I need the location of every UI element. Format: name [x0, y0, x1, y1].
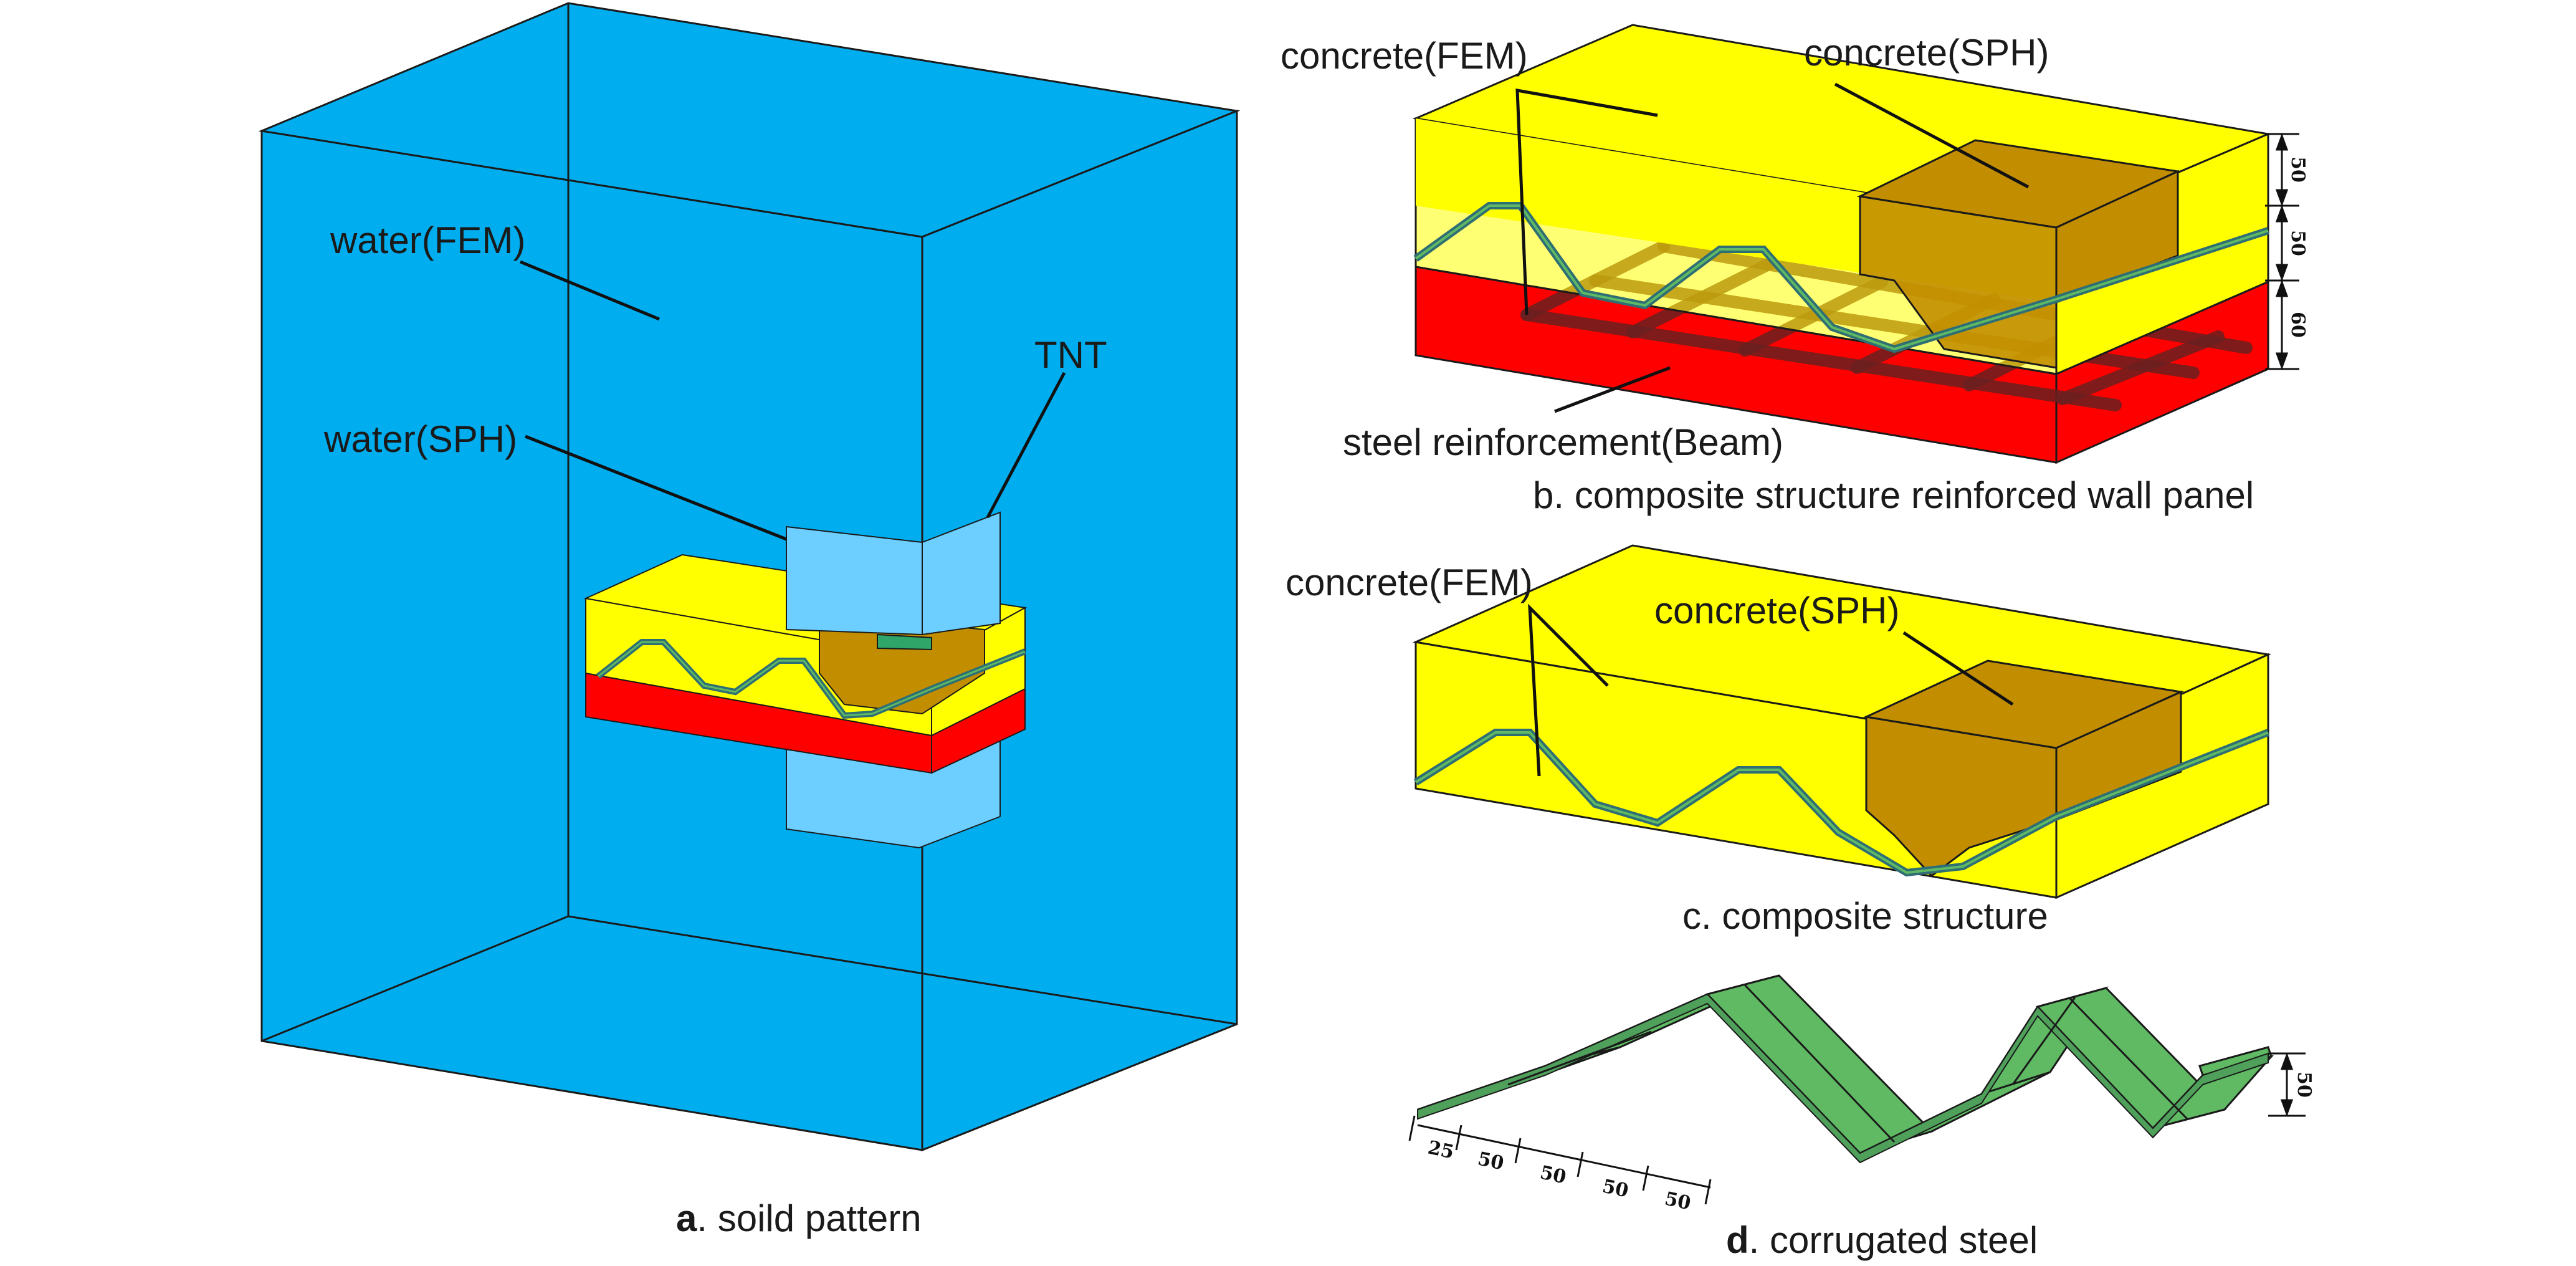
caption-a-text: . soild pattern: [697, 1197, 921, 1239]
b-label-concrete-fem: concrete(FEM): [1281, 35, 1528, 77]
b-dim-arrow-6: [2275, 352, 2289, 370]
panel-d: 25 50 50 50 50 50 d. corrugated steel: [1408, 974, 2315, 1261]
d-crease-2: [1744, 984, 1896, 1143]
b-dim-arrow-5: [2275, 279, 2289, 297]
d-dim-label-4: 50: [1600, 1176, 1630, 1202]
leader-water-fem: [520, 260, 660, 321]
c-corrugated-steel-inner: [1414, 731, 2269, 875]
b-dim-arrow-2: [2275, 189, 2289, 207]
d-dim-tick-4: [1642, 1165, 1649, 1191]
d-dim-tick-2: [1514, 1138, 1522, 1164]
c-label-concrete-fem: concrete(FEM): [1286, 562, 1533, 603]
d-crease-1: [1507, 1030, 1652, 1086]
d-dim-label-1: 25: [1426, 1137, 1456, 1164]
composite-slab-a: [583, 554, 1028, 774]
b-dim-arrow-4: [2275, 264, 2289, 282]
b-corrugated-steel-inner: [1414, 204, 2269, 351]
d-hdim-label: 50: [2293, 1072, 2315, 1098]
water-box-back-edge-bottom-right: [568, 915, 1238, 1025]
caption-d: d. corrugated steel: [1726, 1219, 2038, 1261]
caption-c: c. composite structure: [1682, 895, 2048, 937]
slab-a-corrugated-steel-inner: [598, 641, 1026, 717]
label-tnt: TNT: [1034, 334, 1107, 376]
caption-d-text: . corrugated steel: [1749, 1219, 2038, 1261]
label-water-sph: water(SPH): [323, 418, 517, 460]
d-dim-label-5: 50: [1662, 1188, 1692, 1215]
d-crease-4: [2068, 996, 2188, 1120]
caption-b: b. composite structure reinforced wall p…: [1533, 474, 2254, 516]
water-box-back-edge-bottom-left: [261, 915, 569, 1042]
b-leader-concrete-sph: [1834, 82, 2030, 189]
d-width-dimension: [1408, 1115, 1712, 1205]
b-label-rebar: steel reinforcement(Beam): [1343, 421, 1783, 463]
panel-b: 50 50 60 concrete(FEM) concrete(SPH) ste…: [1281, 24, 2309, 516]
label-water-fem: water(FEM): [330, 219, 525, 261]
water-sph-upper-side: [922, 511, 1001, 636]
d-height-dimension: [2268, 1052, 2306, 1117]
caption-a-letter: a: [676, 1197, 697, 1239]
rebar-long-1: [1520, 309, 2122, 411]
b-height-dimension: [2265, 133, 2299, 370]
d-dim-label-3: 50: [1538, 1162, 1568, 1189]
d-dim-tick-3: [1577, 1151, 1584, 1177]
b-dim-label-3: 60: [2287, 312, 2309, 338]
rebar-cross-6: [2056, 330, 2225, 405]
b-dim-arrow-3: [2275, 204, 2289, 223]
leader-water-sph: [525, 434, 787, 541]
b-leader-concrete-fem: [1515, 88, 1658, 315]
d-hdim-arrow-top: [2280, 1052, 2294, 1070]
d-hdim-arrow-bottom: [2280, 1099, 2294, 1117]
leader-tnt: [986, 372, 1066, 519]
b-sph-side: [2055, 170, 2179, 304]
panel-c: concrete(FEM) concrete(SPH) c. composite…: [1286, 544, 2272, 937]
d-dim-line: [1417, 1124, 1711, 1189]
d-crease-3: [2011, 997, 2076, 1085]
b-leader-rebar: [1554, 366, 1671, 413]
c-label-concrete-sph: concrete(SPH): [1654, 590, 1899, 631]
d-dim-tick-0: [1408, 1115, 1416, 1141]
b-dim-label-1: 50: [2287, 156, 2309, 183]
b-dim-label-2: 50: [2287, 230, 2309, 256]
b-dim-arrow-1: [2275, 133, 2289, 151]
caption-a: a. soild pattern: [676, 1197, 922, 1239]
slab-a-sph-region: [819, 613, 985, 715]
caption-d-letter: d: [1726, 1219, 1749, 1261]
d-dim-label-2: 50: [1476, 1148, 1505, 1175]
panel-a: water(FEM) water(SPH) TNT a. soild patte…: [258, 2, 1241, 1239]
d-dim-tick-5: [1704, 1179, 1712, 1205]
d-dim-tick-1: [1455, 1125, 1462, 1151]
b-label-concrete-sph: concrete(SPH): [1804, 32, 2049, 74]
water-sph-upper: [786, 525, 923, 636]
c-sph-side: [2055, 690, 2182, 822]
tnt-charge: [877, 633, 932, 651]
d-front-strip: [1417, 993, 2269, 1164]
c-leader-concrete-sph: [1902, 631, 2014, 706]
c-leader-concrete-fem: [1528, 603, 1609, 777]
